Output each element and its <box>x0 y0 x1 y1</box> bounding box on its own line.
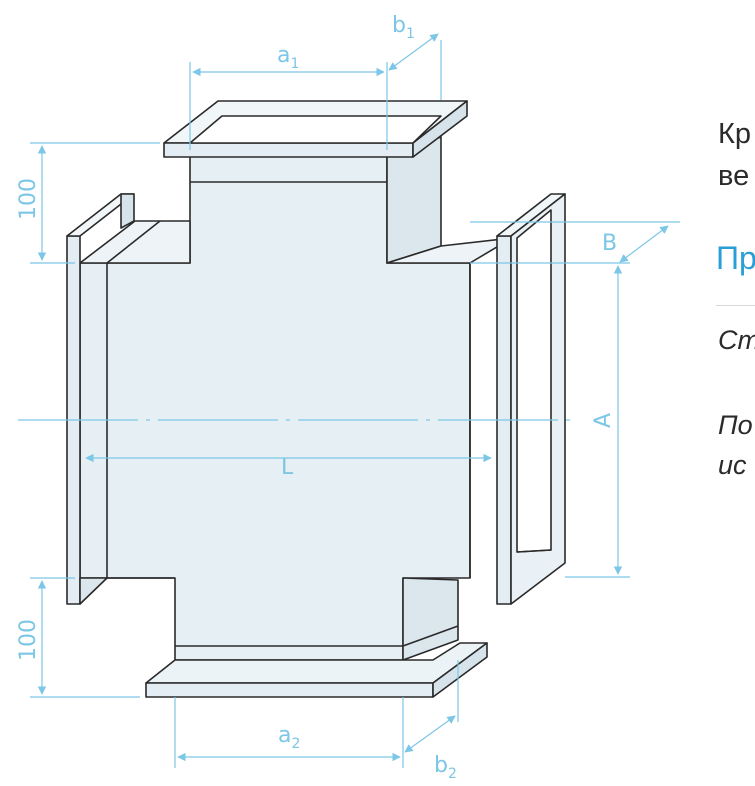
label-a2: a2 <box>278 723 300 752</box>
label-dim-bottom-100: 100 <box>16 619 41 661</box>
description-line-2: ве <box>718 160 750 192</box>
italic-line-1: Ст <box>718 325 755 355</box>
right-flange <box>496 193 566 605</box>
label-B: B <box>602 231 617 256</box>
top-flange <box>163 100 468 158</box>
label-dim-top-100: 100 <box>16 178 41 220</box>
label-A: A <box>591 413 616 428</box>
description-line-1: Кр <box>718 118 752 150</box>
bottom-flange <box>145 642 488 698</box>
section-heading: Пр <box>716 240 755 276</box>
cross-body <box>79 136 513 661</box>
italic-line-3: ис <box>718 450 747 480</box>
italic-line-2: По <box>718 410 753 440</box>
dimension-lines <box>30 33 680 768</box>
label-b2: b2 <box>434 753 457 782</box>
section-divider <box>716 305 755 306</box>
label-L: L <box>281 455 294 480</box>
label-b1: b1 <box>392 13 415 42</box>
label-a1: a1 <box>277 43 299 72</box>
